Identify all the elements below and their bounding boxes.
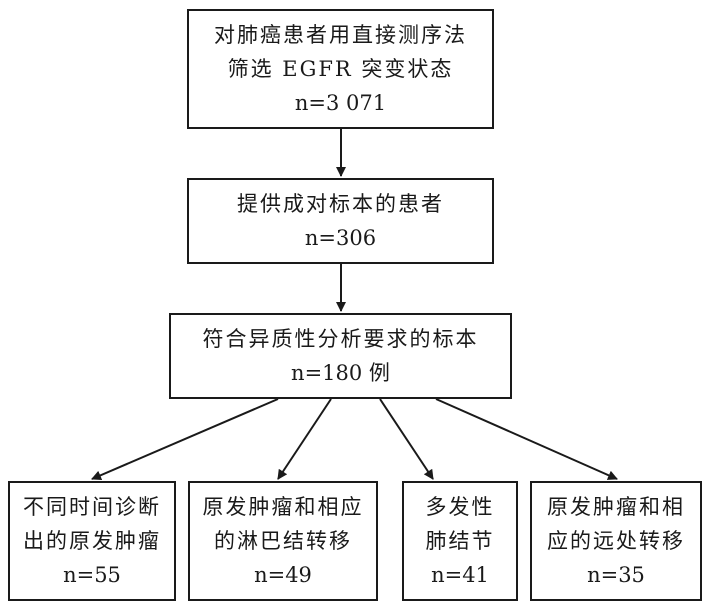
box-nodules-line-1: 多发性: [425, 495, 495, 519]
box-heterogeneity: 符合异质性分析要求的标本 n=180 例: [169, 313, 512, 399]
arrow-to-lymph: [277, 398, 332, 480]
arrow-to-different-time: [91, 398, 279, 481]
box-different-time-line-1: 不同时间诊断: [23, 495, 161, 519]
box-lymph-line-2: 的淋巴结转移: [214, 529, 352, 553]
box-nodules-count: n=41: [431, 563, 489, 587]
box-paired: 提供成对标本的患者 n=306: [187, 178, 494, 264]
box-screening: 对肺癌患者用直接测序法 筛选 EGFR 突变状态 n=3 071: [187, 9, 494, 129]
arrow-to-nodules: [379, 398, 434, 480]
box-different-time-line-2: 出的原发肿瘤: [23, 529, 161, 553]
box-distant-line-2: 应的远处转移: [547, 529, 685, 553]
box-distant-line-1: 原发肿瘤和相: [547, 495, 685, 519]
box-lymph: 原发肿瘤和相应 的淋巴结转移 n=49: [188, 481, 378, 601]
box-heterogeneity-count: n=180 例: [291, 361, 390, 385]
box-distant: 原发肿瘤和相 应的远处转移 n=35: [530, 481, 702, 601]
box-paired-count: n=306: [304, 226, 377, 250]
box-paired-line-1: 提供成对标本的患者: [237, 192, 444, 216]
box-screening-line-2: 筛选 EGFR 突变状态: [227, 57, 454, 81]
box-lymph-count: n=49: [254, 563, 312, 587]
box-heterogeneity-line-1: 符合异质性分析要求的标本: [202, 327, 479, 351]
box-nodules-line-2: 肺结节: [425, 529, 495, 553]
box-different-time: 不同时间诊断 出的原发肿瘤 n=55: [8, 481, 176, 601]
box-distant-count: n=35: [587, 563, 645, 587]
box-screening-line-1: 对肺癌患者用直接测序法: [214, 23, 467, 47]
box-different-time-count: n=55: [63, 563, 121, 587]
box-lymph-line-1: 原发肿瘤和相应: [202, 495, 364, 519]
arrow-to-distant: [435, 398, 618, 480]
box-nodules: 多发性 肺结节 n=41: [402, 481, 518, 601]
box-screening-count: n=3 071: [294, 91, 387, 115]
